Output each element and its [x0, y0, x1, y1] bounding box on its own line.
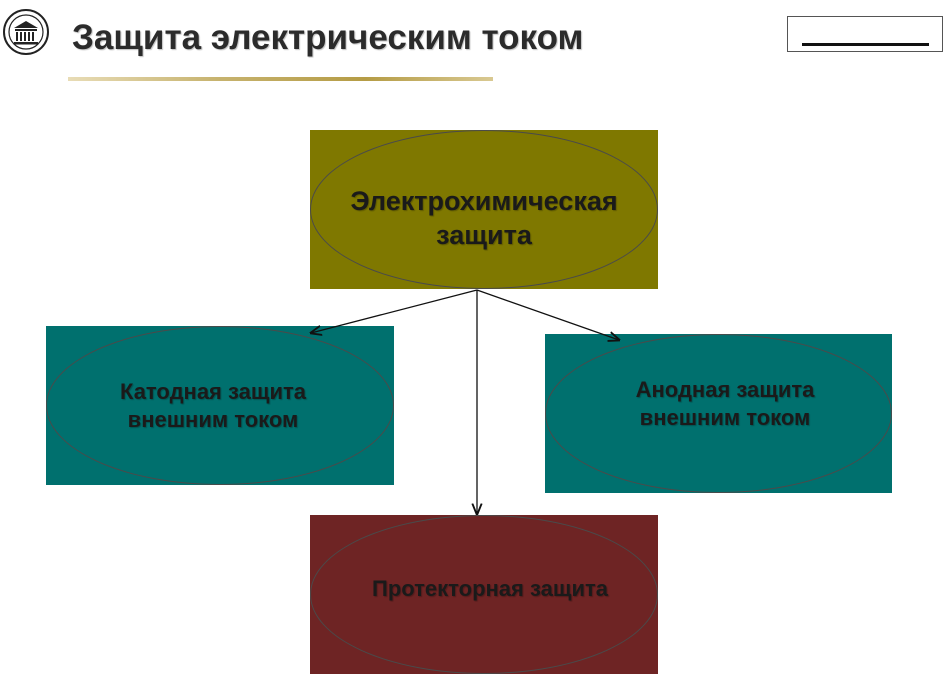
page-title: Защита электрическим током — [72, 18, 584, 57]
arrow-to-anodic — [476, 289, 619, 340]
node-sacrificial-label: Протекторная защита — [372, 576, 608, 601]
node-electrochemical-label: Электрохимическая защита — [350, 186, 618, 250]
arrow-to-cathodic — [311, 289, 478, 333]
node-anodic-ellipse — [545, 334, 892, 493]
node-cathodic-ellipse — [46, 326, 394, 485]
title-underline — [68, 77, 493, 81]
node-sacrificial-ellipse — [310, 515, 658, 674]
node-anodic-label: Анодная защита внешним током — [635, 377, 815, 430]
corner-frame-line — [802, 43, 929, 46]
university-emblem-icon — [3, 9, 49, 55]
node-cathodic-label: Катодная защита внешним током — [120, 379, 306, 432]
corner-frame — [787, 16, 943, 52]
node-electrochemical-ellipse — [310, 130, 658, 289]
